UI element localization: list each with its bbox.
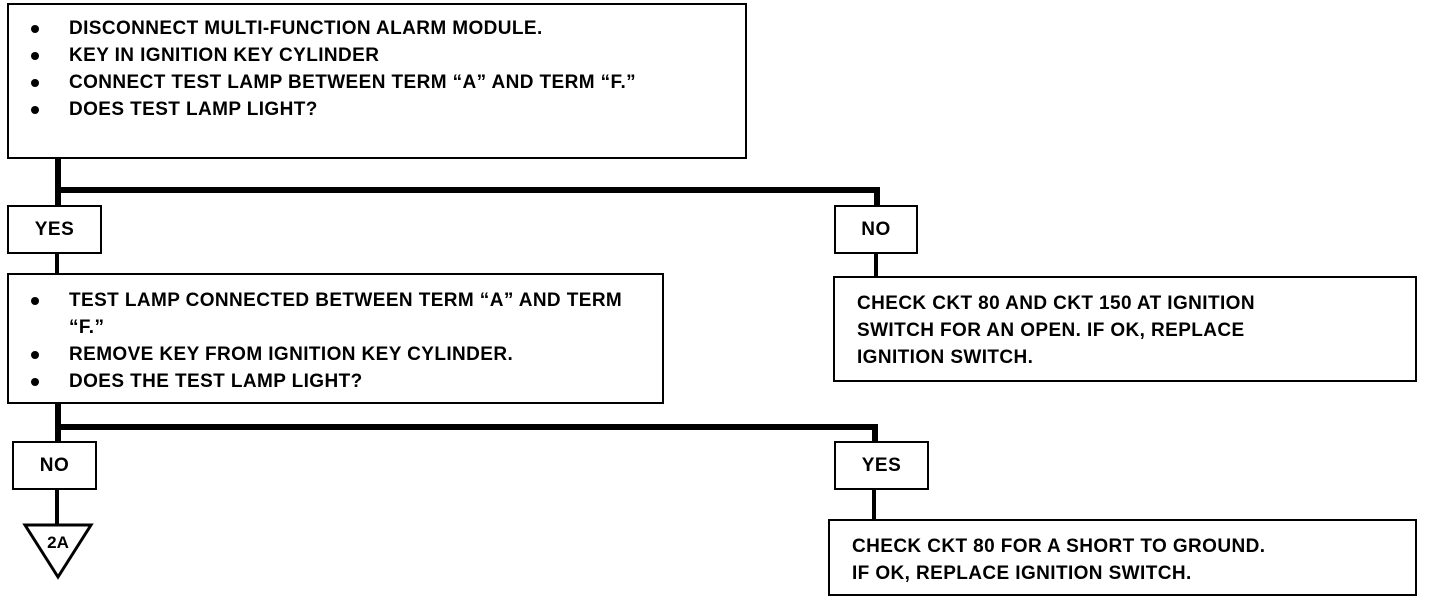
step2-item: DOES THE TEST LAMP LIGHT? <box>9 368 662 395</box>
step1-item: CONNECT TEST LAMP BETWEEN TERM “A” AND T… <box>9 69 745 96</box>
yes-label: YES <box>7 205 102 254</box>
connector-line <box>874 187 880 207</box>
result-box-no1: CHECK CKT 80 AND CKT 150 AT IGNITION SWI… <box>833 276 1417 382</box>
connector-line <box>55 424 878 430</box>
connector-line <box>55 159 61 207</box>
connector-label: 2A <box>47 533 69 552</box>
connector-line <box>55 404 61 443</box>
result-line: IGNITION SWITCH. <box>857 347 1034 368</box>
offpage-connector-icon: 2A <box>22 523 94 580</box>
result-line: IF OK, REPLACE IGNITION SWITCH. <box>852 563 1192 584</box>
step1-box: DISCONNECT MULTI-FUNCTION ALARM MODULE. … <box>7 3 747 159</box>
step1-list: DISCONNECT MULTI-FUNCTION ALARM MODULE. … <box>9 15 745 123</box>
step2-box: TEST LAMP CONNECTED BETWEEN TERM “A” AND… <box>7 273 664 404</box>
step1-item: KEY IN IGNITION KEY CYLINDER <box>9 42 745 69</box>
step2-item: TEST LAMP CONNECTED BETWEEN TERM “A” AND… <box>9 287 662 341</box>
result-box-yes2: CHECK CKT 80 FOR A SHORT TO GROUND. IF O… <box>828 519 1417 596</box>
connector-line <box>872 424 878 443</box>
step2-list: TEST LAMP CONNECTED BETWEEN TERM “A” AND… <box>9 287 662 395</box>
no-label: NO <box>12 441 97 490</box>
connector-line <box>55 254 59 273</box>
step2-item: REMOVE KEY FROM IGNITION KEY CYLINDER. <box>9 341 662 368</box>
no-label: NO <box>834 205 918 254</box>
step1-item: DOES TEST LAMP LIGHT? <box>9 96 745 123</box>
connector-line <box>874 254 878 277</box>
result-line: SWITCH FOR AN OPEN. IF OK, REPLACE <box>857 320 1245 341</box>
connector-line <box>55 490 59 524</box>
yes-label: YES <box>834 441 929 490</box>
connector-line <box>872 490 876 520</box>
connector-line <box>55 187 880 193</box>
step1-item: DISCONNECT MULTI-FUNCTION ALARM MODULE. <box>9 15 745 42</box>
result-line: CHECK CKT 80 AND CKT 150 AT IGNITION <box>857 293 1255 314</box>
result-line: CHECK CKT 80 FOR A SHORT TO GROUND. <box>852 536 1266 557</box>
